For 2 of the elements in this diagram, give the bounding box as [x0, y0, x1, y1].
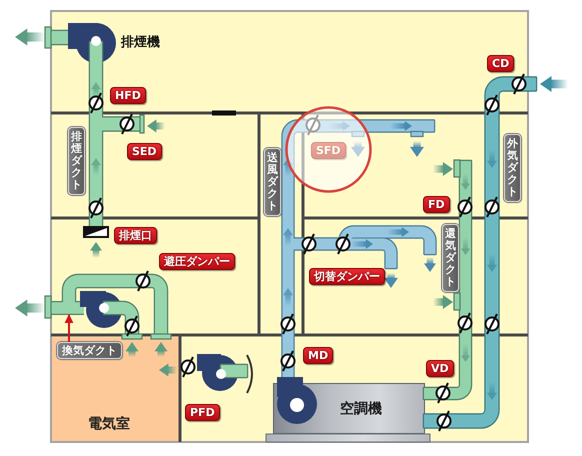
- room-name: 電気室: [88, 415, 130, 433]
- equipment-label: 排煙機: [121, 34, 160, 51]
